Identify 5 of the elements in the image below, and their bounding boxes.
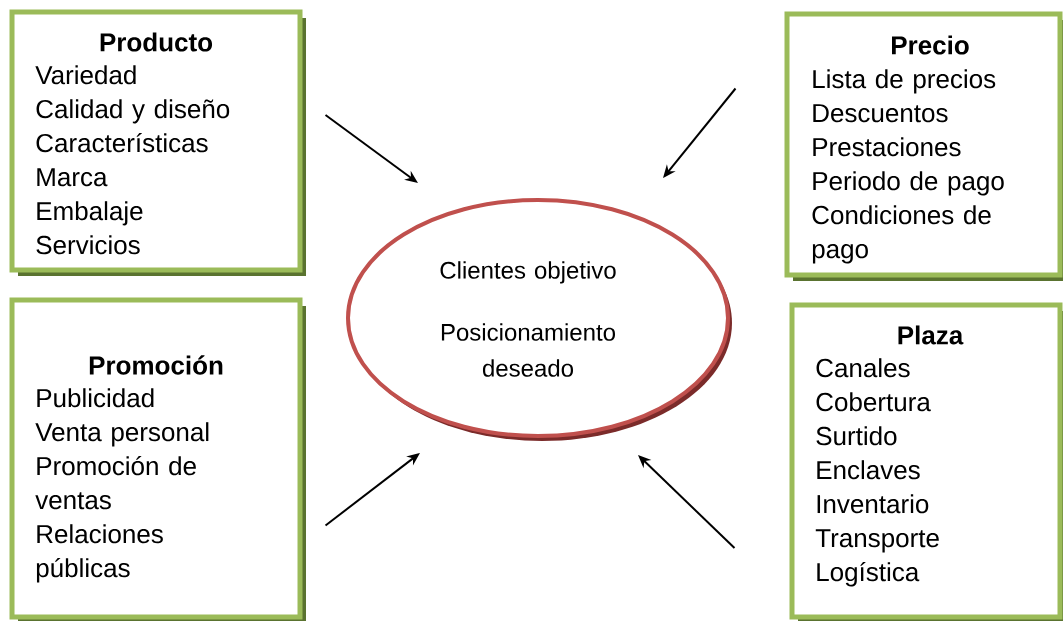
category-box: Precio Lista de precios Descuentos Prestaciones Periodo de pago Condiciones de pago: [784, 11, 1063, 281]
category-box: Producto Variedad Calidad y diseño Características Marca Embalaje Servicios: [9, 9, 306, 276]
arrow: [638, 455, 736, 549]
category-box: Promoción Publicidad Venta personal Promoción de ventas Relaciones públicas: [9, 297, 306, 621]
category-box: Plaza Canales Cobertura Surtido Enclaves Inventario Transporte Logística: [789, 302, 1063, 621]
